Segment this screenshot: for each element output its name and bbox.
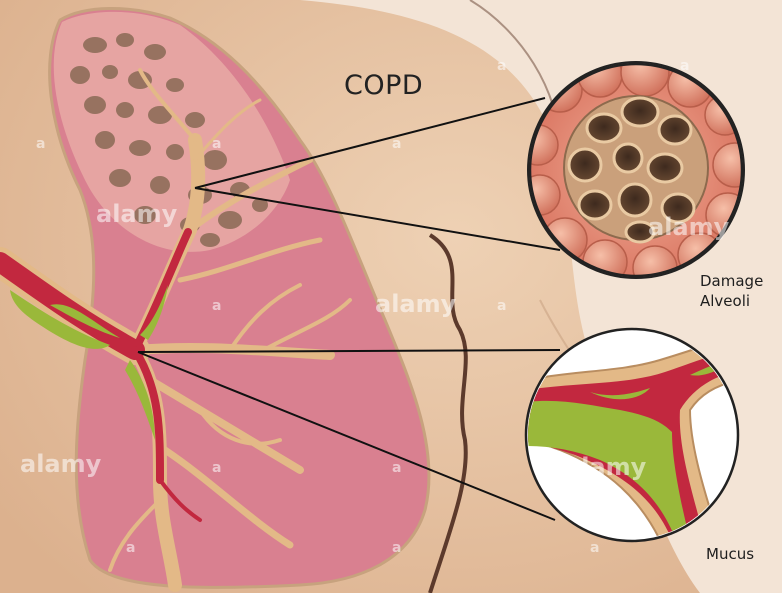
damaged-alveoli-label-line1: Damage [700, 271, 763, 291]
watermark-letter: a [212, 460, 221, 476]
watermark-letter: a [680, 58, 689, 74]
watermark-letter: a [392, 136, 401, 152]
watermark-letter: a [497, 58, 506, 74]
watermark-letter: a [497, 298, 506, 314]
watermark-text: alamy [20, 450, 102, 478]
watermark-text: alamy [648, 213, 730, 241]
watermark-letter: a [212, 298, 221, 314]
watermark-letter: a [392, 460, 401, 476]
watermark-letter: a [36, 136, 45, 152]
watermark-text: alamy [375, 290, 457, 318]
watermark-letter: a [590, 540, 599, 556]
watermark-letter: a [212, 136, 221, 152]
watermark-text: alamy [96, 200, 178, 228]
watermark-letter: a [392, 540, 401, 556]
damaged-alveoli-label: Damage Alveoli [700, 271, 763, 311]
mucus-label: Mucus [706, 545, 754, 563]
watermark-text: alamy [565, 453, 647, 481]
watermark-letter: a [126, 540, 135, 556]
damaged-alveoli-label-line2: Alveoli [700, 291, 763, 311]
diagram-title: COPD [344, 70, 423, 101]
mucus-inset [526, 329, 740, 542]
